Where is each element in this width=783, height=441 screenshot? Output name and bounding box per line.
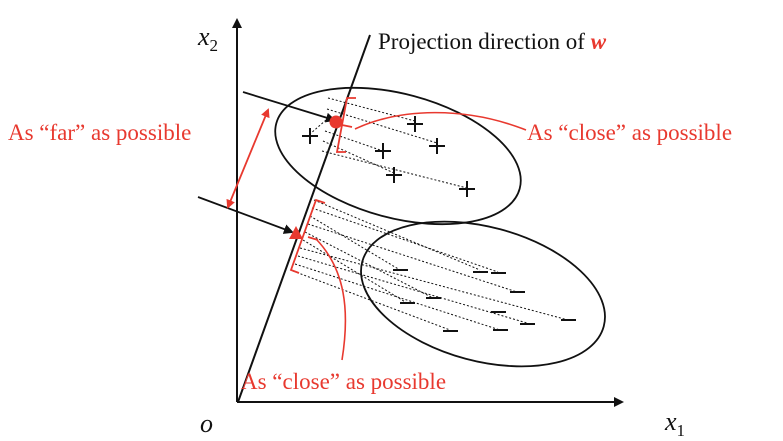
projection-direction-label: Projection direction of w <box>378 29 607 54</box>
plus-marker <box>429 138 445 154</box>
negative-projection-lines <box>292 199 569 331</box>
negative-mean-arrow <box>197 196 294 234</box>
far-label: As “far” as possible <box>8 120 191 145</box>
y-axis-subscript: 2 <box>210 36 219 55</box>
origin-label: o <box>200 409 213 438</box>
x-axis-label: x1 <box>664 407 685 440</box>
close-top-pointer <box>354 111 527 131</box>
negative-samples <box>393 269 576 332</box>
positive-samples <box>302 116 475 197</box>
negative-class-ellipse <box>360 220 606 368</box>
plus-marker <box>407 116 423 132</box>
projection-vector-symbol: w <box>591 29 607 54</box>
positive-projected-mean <box>329 115 343 129</box>
negative-projected-mean <box>289 226 303 239</box>
positive-class-ellipse <box>274 86 522 226</box>
x-axis-subscript: 1 <box>677 421 686 440</box>
close-top-label: As “close” as possible <box>527 120 732 145</box>
positive-spread-brace <box>335 97 356 153</box>
plus-marker <box>459 181 475 197</box>
positive-projection-lines <box>309 97 468 189</box>
close-bottom-label: As “close” as possible <box>241 369 446 394</box>
plus-marker <box>386 167 402 183</box>
projection-line <box>237 34 371 403</box>
far-distance-arrow <box>226 108 270 209</box>
y-axis-label: x2 <box>197 22 218 55</box>
plus-marker <box>375 143 391 159</box>
close-bottom-pointer <box>316 239 347 361</box>
negative-spread-brace <box>289 198 326 274</box>
positive-mean-arrow <box>242 91 336 123</box>
plus-marker <box>302 128 318 144</box>
